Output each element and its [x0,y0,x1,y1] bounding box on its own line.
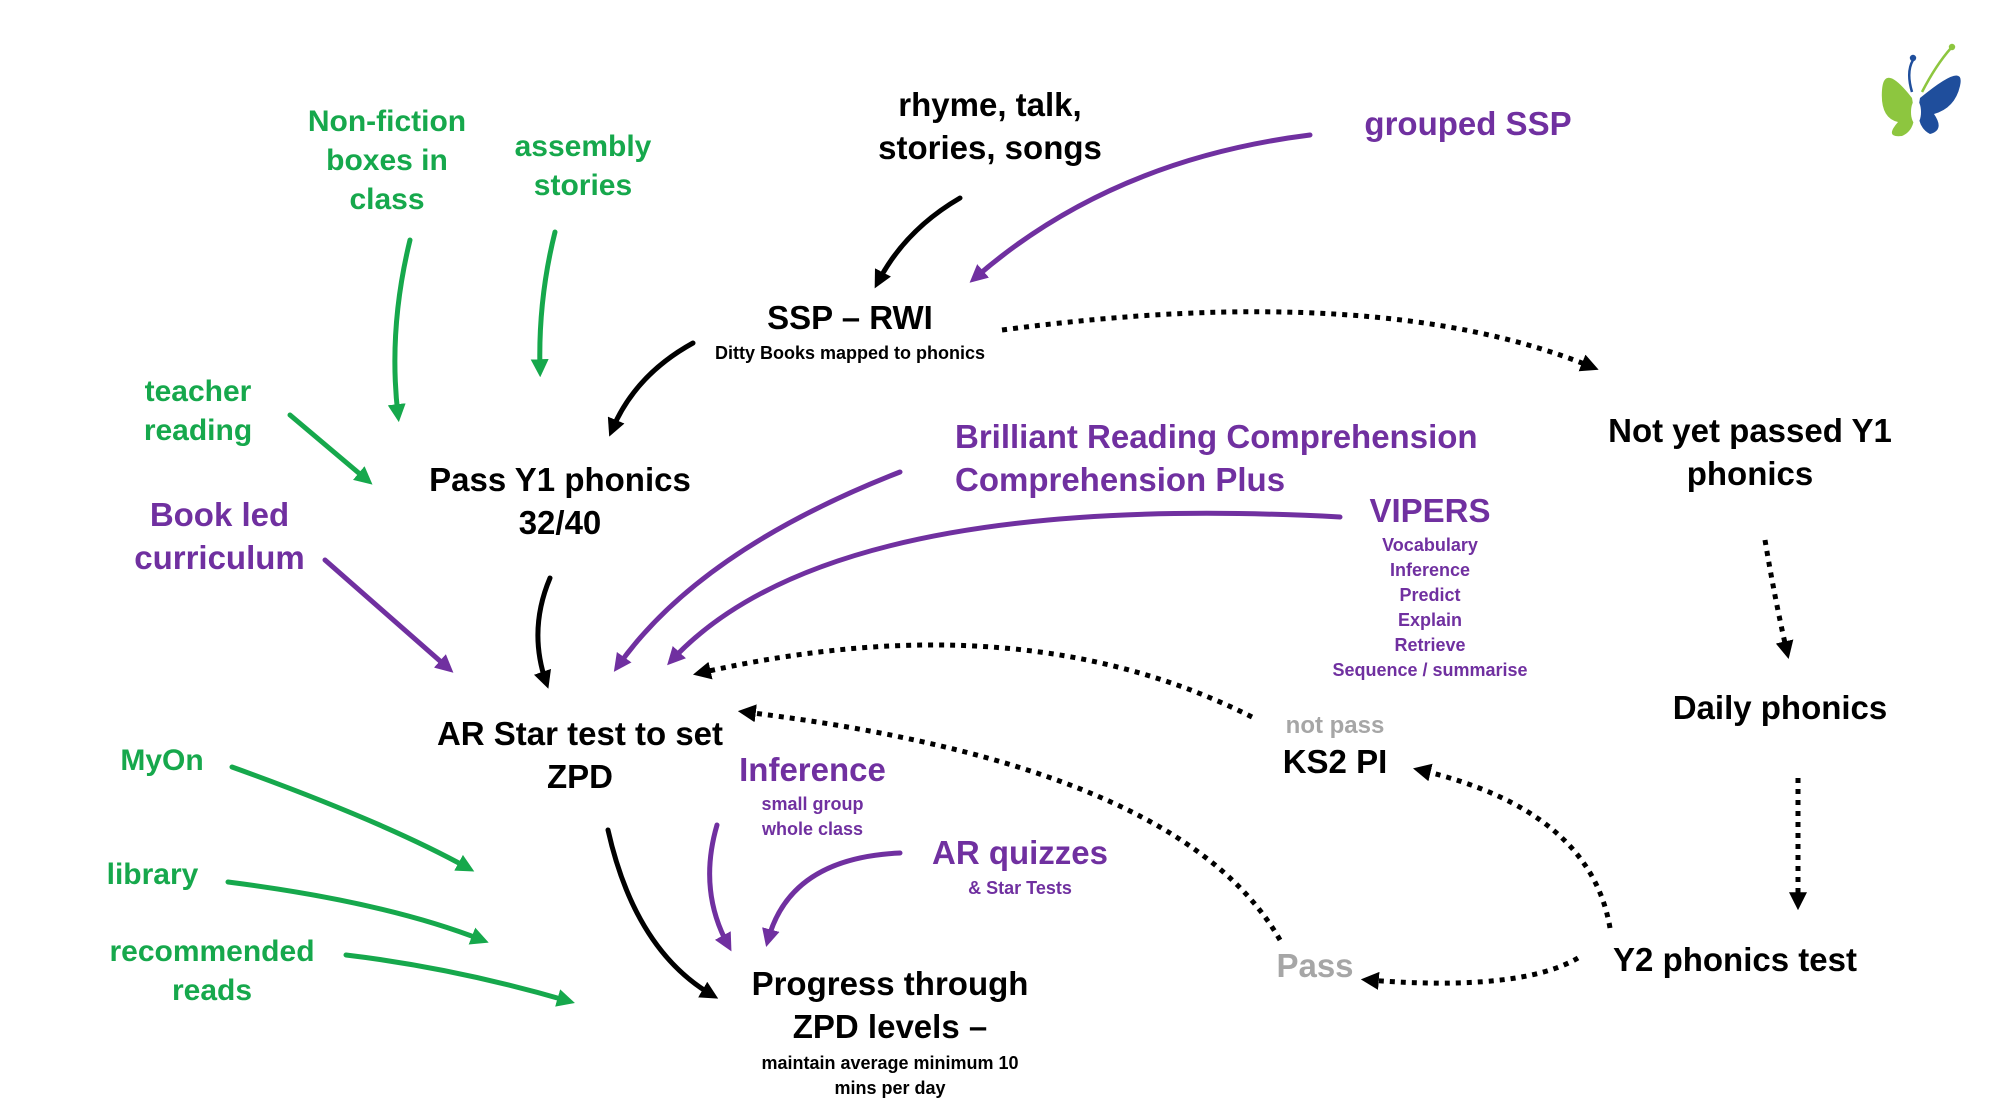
pass-text: Pass [1276,947,1354,984]
progress-sub-line-2: mins per day [834,1077,946,1098]
pass-y1-line-1: Pass Y1 phonics [429,461,691,498]
arrow-book-led-to-ar-star [322,557,454,673]
nonfiction-line-2: boxes in [326,144,448,177]
vipers-item-vocabulary: Vocabulary [1382,534,1478,555]
arrow-ssp-rwi-to-pass-y1 [607,340,696,437]
arrow-pass-to-ar-star [737,704,1283,942]
arrow-pass-y1-to-ar-star [533,575,553,689]
arrow-inference-to-progress [707,822,732,952]
assembly-line-2: stories [533,169,633,202]
vipers-item-inference: Inference [1389,559,1471,580]
daily-phonics-label: Daily phonics [1650,687,1910,730]
arrow-ar-quizzes-to-progress [762,850,903,947]
y2-test-text: Y2 phonics test [1613,941,1857,978]
arrow-vipers-to-ar-star [667,510,1343,666]
vipers-item-predict: Predict [1399,584,1461,605]
not-yet-passed-line-1: Not yet passed Y1 [1608,412,1892,449]
ks2-pi-text: KS2 PI [1282,743,1388,780]
myon-text: MyOn [120,744,204,777]
library-label: library [100,855,205,894]
arrow-library-to-progress [225,879,489,945]
arrow-not-pass-to-ar-star [692,642,1254,720]
inference-label: Inference small group whole class [725,749,900,842]
brilliant-line-2: Comprehension Plus [955,460,1286,498]
ar-quizzes-sub: & Star Tests [968,877,1072,898]
arrow-ar-star-to-progress [605,827,719,999]
progress-zpd-label: Progress through ZPD levels – maintain a… [730,963,1050,1101]
arrow-nonfiction-to-pass-y1 [387,237,413,423]
brilliant-reading-label: Brilliant Reading Comprehension Comprehe… [955,416,1478,502]
arrow-y2-test-to-ks2-pi [1412,763,1613,929]
inference-title: Inference [739,751,886,788]
book-led-line-1: Book led [149,496,290,533]
teacher-reading-label: teacher reading [133,372,263,450]
vipers-title: VIPERS [1369,492,1491,529]
library-text: library [106,858,199,891]
grouped-ssp-text: grouped SSP [1364,105,1572,142]
ssp-rwi-label: SSP – RWI Ditty Books mapped to phonics [700,297,1000,366]
not-yet-passed-label: Not yet passed Y1 phonics [1590,410,1910,496]
ar-quizzes-label: AR quizzes & Star Tests [920,832,1120,901]
ks2-pi-label: not pass KS2 PI [1255,711,1415,784]
recommended-reads-label: recommended reads [102,932,322,1010]
grouped-ssp-label: grouped SSP [1358,103,1578,146]
inference-sub-line-2: whole class [761,818,864,839]
not-yet-passed-line-2: phonics [1686,454,1814,492]
arrow-brilliant-to-ar-star [613,469,903,672]
recommended-line-1: recommended [109,935,315,968]
ar-star-line-1: AR Star test to set [436,715,724,752]
y2-phonics-test-label: Y2 phonics test [1600,939,1870,982]
nonfiction-boxes-label: Non-fiction boxes in class [307,102,467,219]
pass-label: Pass [1265,945,1365,988]
arrow-y2-test-to-pass [1360,955,1580,990]
vipers-label: VIPERS Vocabulary Inference Predict Expl… [1310,490,1550,683]
arrow-teacher-reading-to-pass-y1 [287,412,373,485]
assembly-stories-label: assembly stories [508,127,658,205]
arrow-recommended-to-progress [343,952,575,1007]
vipers-item-retrieve: Retrieve [1394,634,1466,655]
daily-phonics-text: Daily phonics [1672,689,1888,726]
vipers-item-sequence: Sequence / summarise [1332,659,1528,680]
teacher-reading-line-2: reading [143,414,253,447]
vipers-item-explain: Explain [1397,609,1463,630]
ssp-rwi-title: SSP – RWI [767,299,933,336]
rhyme-line-2: stories, songs [878,128,1102,166]
myon-label: MyOn [112,741,212,780]
ar-quizzes-title: AR quizzes [931,834,1109,871]
progress-line-2: ZPD levels – [792,1007,988,1045]
ssp-rwi-sub: Ditty Books mapped to phonics [714,342,986,363]
progress-sub-line-1: maintain average minimum 10 [761,1052,1019,1073]
arrow-ssp-rwi-to-not-yet-passed [1001,309,1599,372]
arrow-rhyme-to-ssp-rwi [874,195,963,289]
pass-y1-phonics-label: Pass Y1 phonics 32/40 [420,459,700,545]
arrow-myon-to-progress [229,764,475,872]
nonfiction-line-3: class [349,183,425,216]
book-led-curriculum-label: Book led curriculum [122,494,317,580]
pass-y1-line-2: 32/40 [518,503,602,541]
arrow-not-yet-passed-to-daily-phonics [1762,539,1794,660]
arrow-assembly-to-pass-y1 [530,229,558,378]
assembly-line-1: assembly [514,130,652,163]
progress-line-1: Progress through [751,965,1029,1002]
ar-star-line-2: ZPD [547,757,613,795]
nonfiction-line-1: Non-fiction [307,105,467,138]
rhyme-talk-label: rhyme, talk, stories, songs [870,84,1110,170]
teacher-reading-line-1: teacher [144,375,252,408]
ar-star-test-label: AR Star test to set ZPD [420,713,740,799]
rhyme-line-1: rhyme, talk, [898,86,1082,123]
book-led-line-2: curriculum [134,538,305,576]
inference-sub-line-1: small group [761,793,864,814]
arrow-grouped-ssp-to-ssp-rwi [969,132,1313,283]
brilliant-line-1: Brilliant Reading Comprehension [955,418,1478,455]
not-pass-text: not pass [1285,712,1385,739]
butterfly-icon [1881,43,1961,137]
recommended-line-2: reads [171,974,253,1007]
